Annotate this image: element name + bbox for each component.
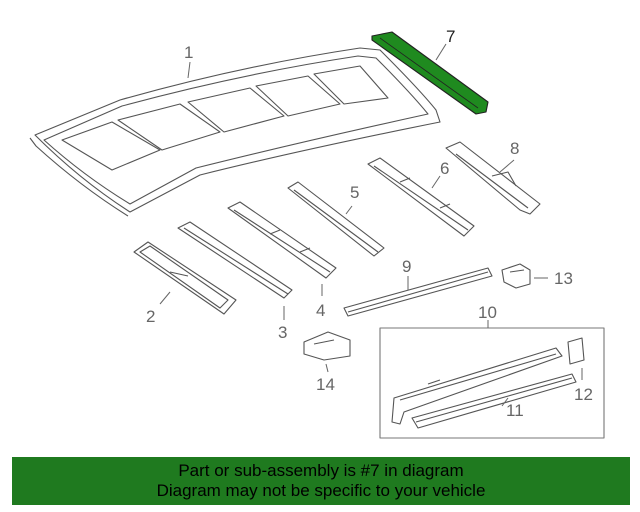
- part-14-bracket: [303, 331, 351, 361]
- sub-assembly-10-box: [379, 327, 605, 439]
- callout-9: 9: [402, 257, 411, 276]
- callout-13: 13: [554, 269, 573, 288]
- part-9-rail: [343, 267, 493, 317]
- callout-4: 4: [316, 301, 325, 320]
- callout-14: 14: [316, 375, 335, 394]
- callout-12: 12: [574, 385, 593, 404]
- callout-7: 7: [446, 27, 455, 46]
- callout-2: 2: [146, 307, 155, 326]
- parts-diagram: 1 2 3 4 5 6 7 8 9 10 11 12 13 14: [29, 27, 605, 439]
- part-2-bow: [133, 241, 237, 315]
- part-13-bracket: [501, 263, 531, 289]
- callout-8: 8: [510, 139, 519, 158]
- callout-6: 6: [440, 159, 449, 178]
- part-10-rail: [391, 347, 563, 425]
- part-6-bow: [367, 157, 475, 237]
- part-11-rail: [411, 373, 577, 429]
- callout-1: 1: [184, 43, 193, 62]
- callout-3: 3: [278, 323, 287, 342]
- info-banner: Part or sub-assembly is #7 in diagram Di…: [12, 457, 630, 505]
- callout-10: 10: [478, 303, 497, 322]
- part-8-header: [445, 141, 541, 215]
- banner-line-1: Part or sub-assembly is #7 in diagram: [178, 461, 464, 480]
- banner-line-2: Diagram may not be specific to your vehi…: [156, 481, 486, 500]
- part-5-bow: [287, 181, 385, 257]
- callout-11: 11: [506, 401, 524, 420]
- callout-5: 5: [350, 183, 359, 202]
- part-3-bow: [177, 221, 293, 299]
- part-12-bracket: [567, 337, 585, 365]
- part-7-highlighted: [371, 31, 489, 115]
- part-4-bow: [227, 201, 337, 279]
- part-roof-panel: [29, 47, 441, 217]
